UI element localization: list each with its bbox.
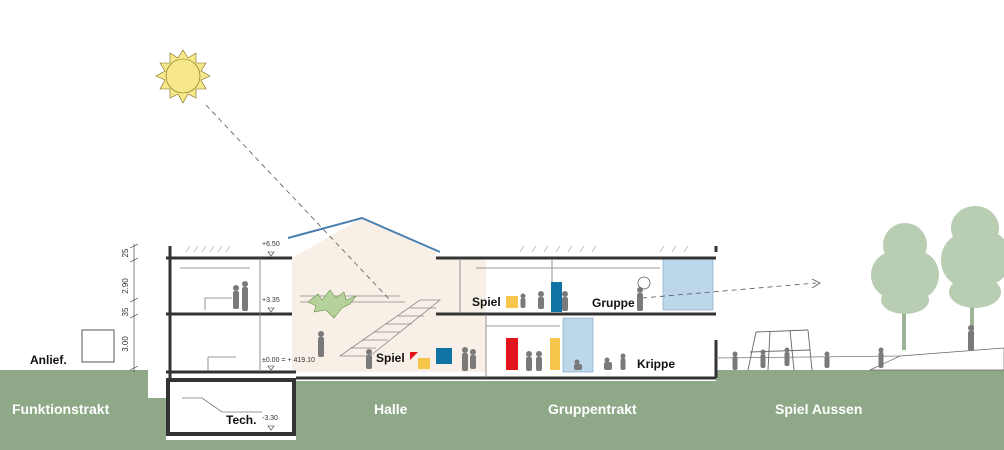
zone-label-gruppentrakt: Gruppentrakt <box>548 401 637 417</box>
tree-left <box>871 223 939 350</box>
red-flag <box>410 352 418 360</box>
hall-interior <box>292 218 486 372</box>
dimension-chain <box>129 243 139 372</box>
level-ground: ±0.00 = + 419.10 <box>262 357 315 364</box>
level-roof: +6.50 <box>262 241 280 248</box>
dimension-labels: 25 2.90 35 3.00 <box>121 248 130 352</box>
dimension-label: 25 <box>121 248 130 257</box>
level-markers <box>267 251 275 431</box>
blue-block-upper <box>551 282 562 312</box>
outdoor-path <box>715 355 901 359</box>
room-label-spiel-upper: Spiel <box>472 295 501 309</box>
level-basement: -3.30 <box>262 415 278 422</box>
sight-line-arrowhead <box>811 278 821 289</box>
ground-terrain <box>0 370 1004 450</box>
balloon <box>637 276 651 290</box>
room-label-spiel-ground: Spiel <box>376 351 405 365</box>
zone-label-halle: Halle <box>374 401 408 417</box>
glazing-upper <box>662 257 714 311</box>
dimension-label: 2.90 <box>121 278 130 294</box>
play-frame <box>747 329 813 371</box>
interior-lines <box>180 258 660 413</box>
zone-label-spiel-aussen: Spiel Aussen <box>775 401 862 417</box>
yellow-block-upper <box>506 296 518 308</box>
building-structure <box>166 246 718 436</box>
terrain-mound <box>869 347 1004 371</box>
yellow-block-tall <box>550 338 560 370</box>
sight-line <box>641 282 817 299</box>
yellow-block-lower <box>418 358 430 369</box>
red-block <box>506 338 518 370</box>
roof-greening <box>185 245 689 253</box>
hall-plant <box>307 289 357 319</box>
sun-icon <box>155 49 211 104</box>
blue-block-lower <box>436 348 452 364</box>
tree-right <box>941 206 1004 350</box>
zone-label-funktionstrakt: Funktionstrakt <box>12 401 110 417</box>
hall-roof-line <box>287 216 441 253</box>
level-upper: +3.35 <box>262 297 280 304</box>
dimension-label: 35 <box>121 307 130 316</box>
delivery-box <box>81 329 115 363</box>
room-label-anlief: Anlief. <box>30 353 67 367</box>
room-label-tech: Tech. <box>226 413 256 427</box>
room-label-gruppe: Gruppe <box>592 296 635 310</box>
room-label-krippe: Krippe <box>637 357 675 371</box>
dimension-label: 3.00 <box>121 336 130 352</box>
